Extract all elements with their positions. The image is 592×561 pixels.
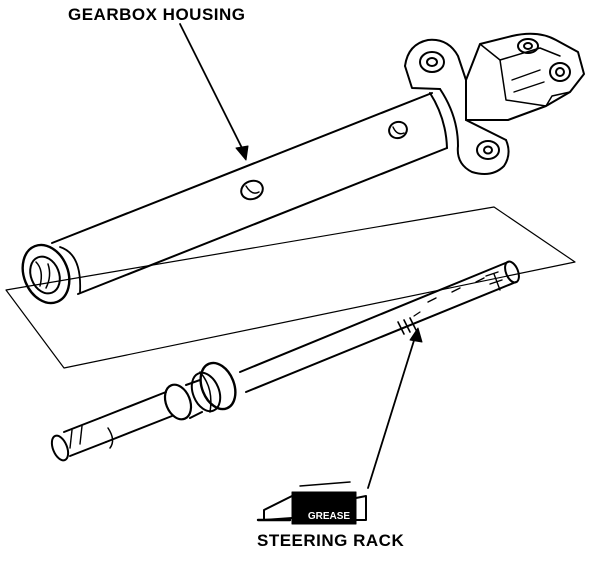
grease-symbol-label: GREASE [307, 511, 351, 522]
gearbox-housing [21, 32, 585, 305]
steering-rack [50, 260, 520, 462]
housing-leader-arrow [179, 23, 249, 161]
rack-leader-arrow [367, 327, 423, 489]
grease-icon [256, 481, 367, 525]
gearbox-housing-label: GEARBOX HOUSING [68, 5, 246, 24]
steering-rack-label: STEERING RACK [257, 531, 405, 550]
background-sheet [5, 206, 576, 369]
